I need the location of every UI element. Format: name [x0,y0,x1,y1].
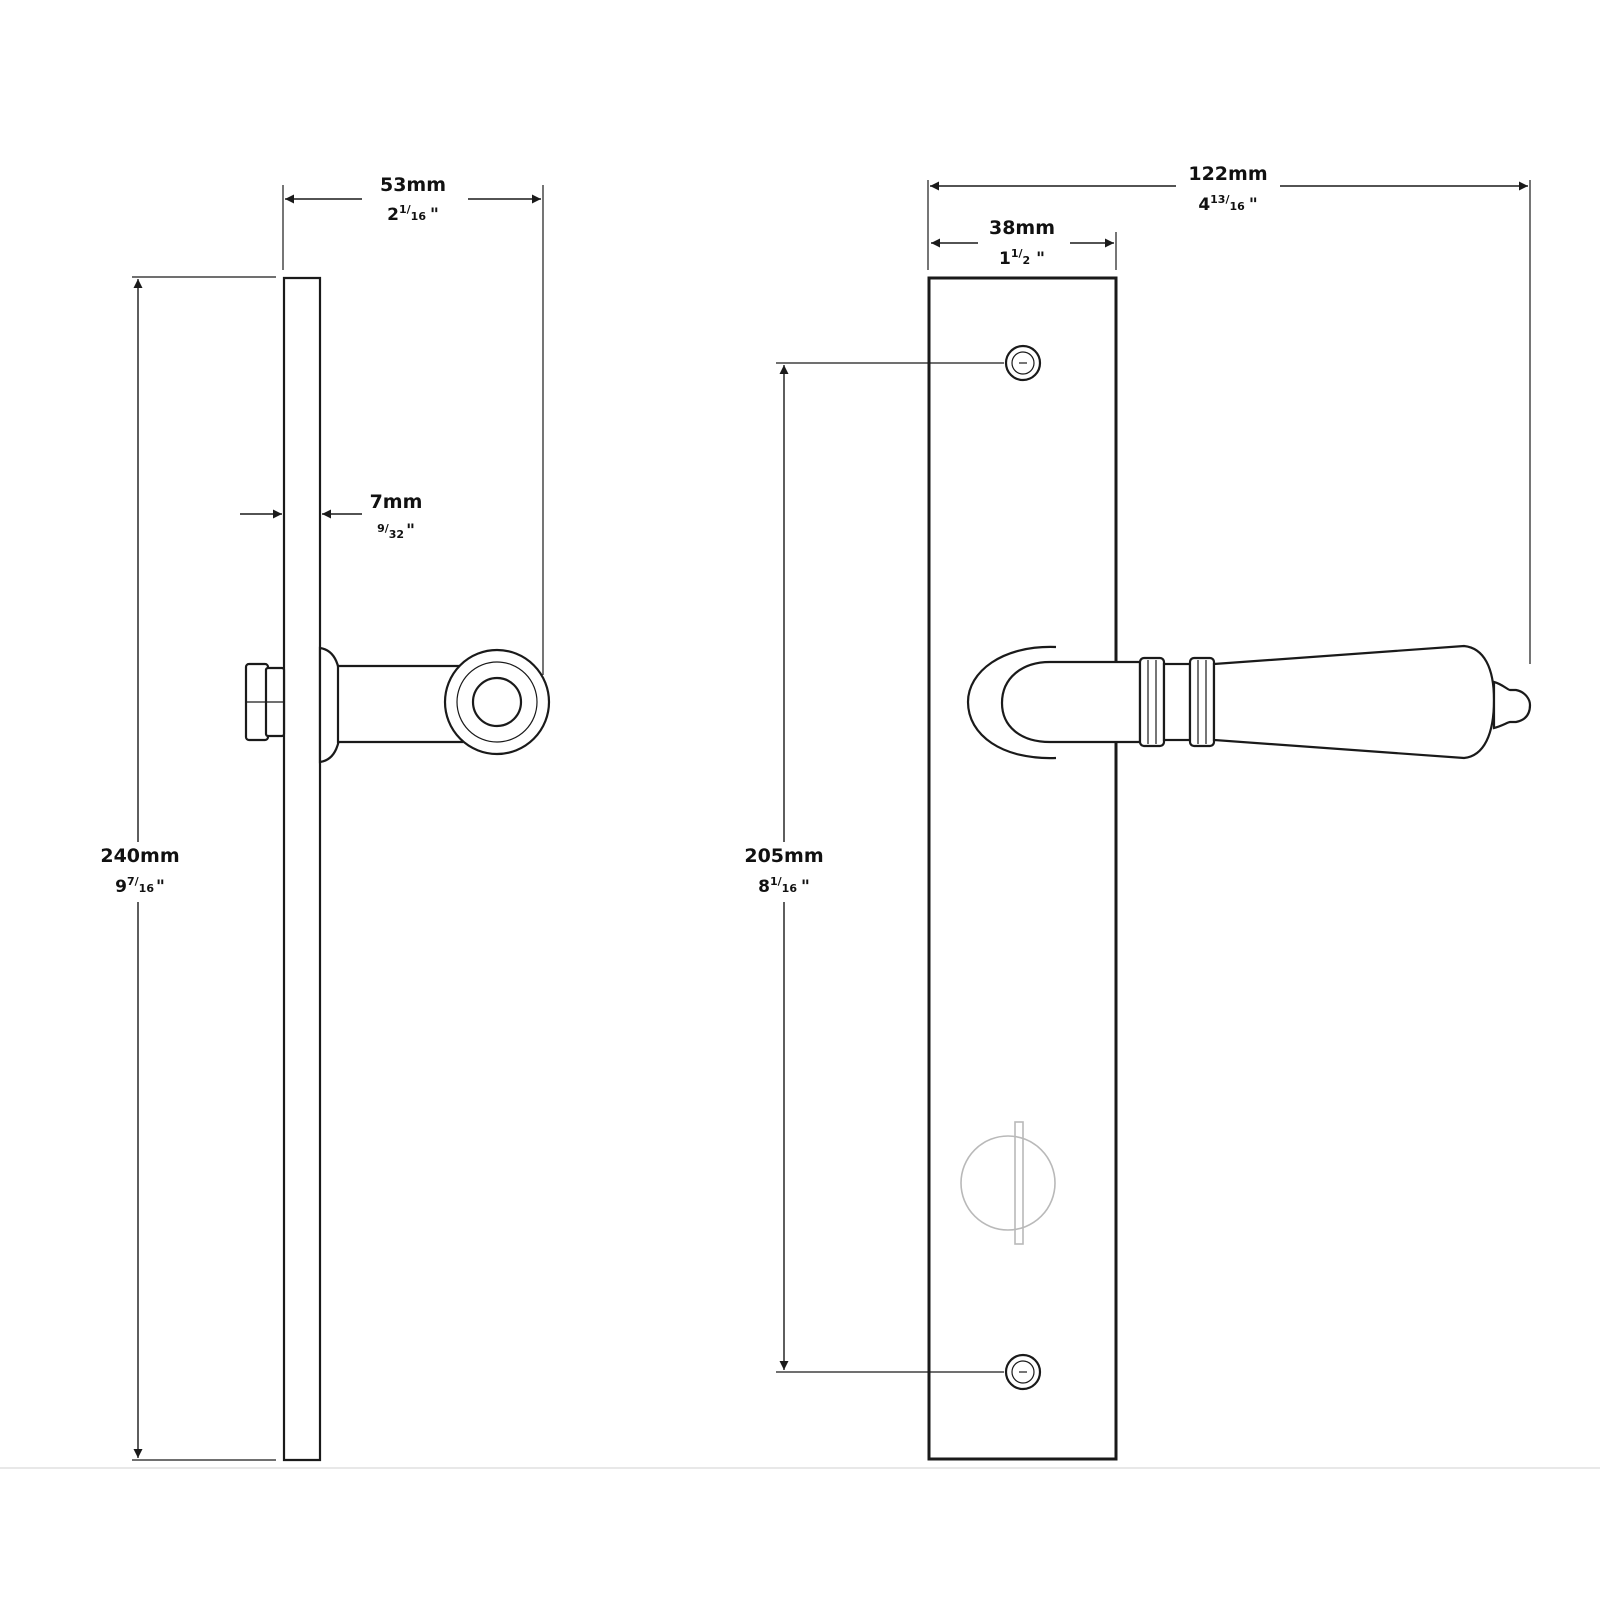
side-backplate [282,276,322,1462]
lever-handle-icon [966,644,1532,760]
side-lever-stem [336,664,464,744]
dim-fixing-centres-mm: 205mm [744,845,823,867]
dim-thickness-inch: 9/32" [377,521,415,541]
dim-overall-width-inch: 413/16" [1198,193,1257,215]
screw-icon [1004,1353,1042,1391]
dim-plate-width-inch: 11/2" [999,247,1045,269]
dim-thickness-mm: 7mm [370,491,423,513]
dim-height-mm: 240mm [100,845,179,867]
dim-fixing-centres-inch: 81/16" [758,875,810,897]
side-lever-end [443,648,551,756]
dim-depth-inch: 21/16" [387,203,439,225]
dim-plate-width-mm: 38mm [989,217,1055,239]
front-backplate [927,276,1118,1461]
screw-icon [1004,344,1042,382]
side-turn-knob [244,662,286,742]
dim-height-inch: 97/16" [115,875,165,897]
dim-depth-mm: 53mm [380,174,446,196]
dim-overall-width-mm: 122mm [1188,163,1267,185]
thumbturn-icon [960,1121,1056,1245]
side-view: 53mm 21/16" 7mm 9/32" 240mm 97/16" [90,170,551,1462]
front-view: 122mm 413/16" 38mm 11/2" 205mm 81/16" [734,160,1532,1461]
